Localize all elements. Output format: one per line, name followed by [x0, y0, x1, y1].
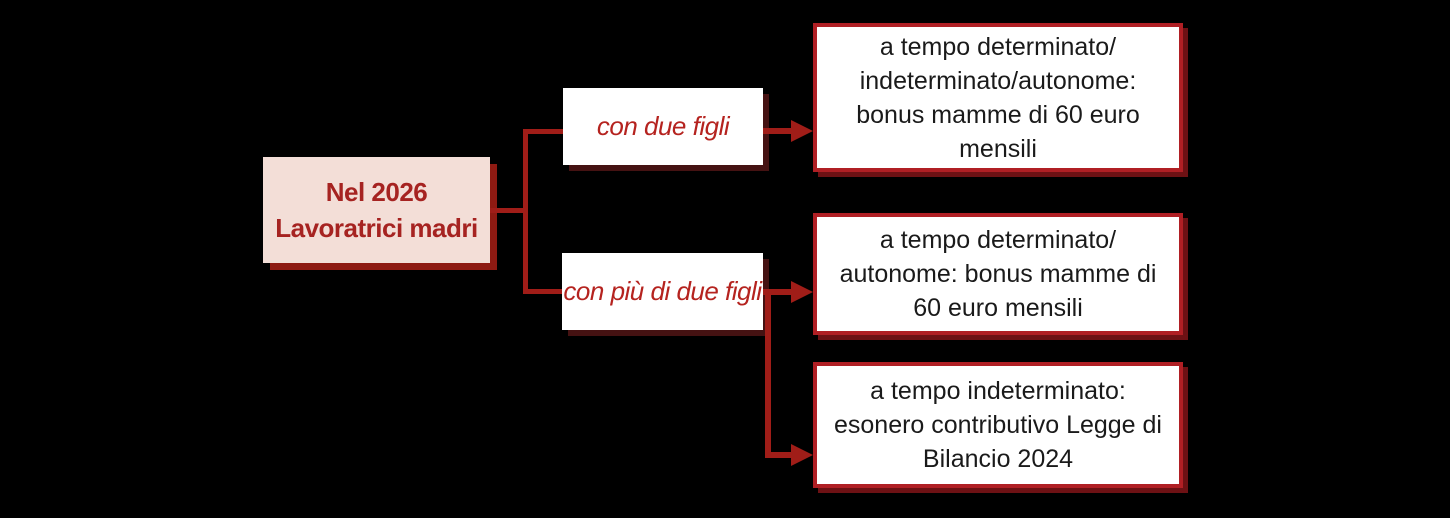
root-node: Nel 2026 Lavoratrici madri — [263, 157, 490, 263]
connector-top-branch — [523, 129, 563, 134]
outcome-node-esonero-contributivo: a tempo indeterminato: esonero contribut… — [813, 362, 1183, 488]
outcome-text: a tempo determinato/ indeterminato/auton… — [856, 32, 1140, 163]
outcome-text: a tempo determinato/ autonome: bonus mam… — [839, 226, 1157, 322]
arrowhead-right-icon — [791, 444, 813, 466]
outcome-text: a tempo indeterminato: esonero contribut… — [833, 377, 1162, 473]
arrowhead-right-icon — [791, 120, 813, 142]
connector-root-trunk — [490, 208, 526, 213]
connector-bottom-branch — [523, 289, 562, 294]
branch-label-two-children: con due figli — [596, 111, 730, 141]
connector-branch-spine — [523, 129, 528, 294]
connector-drop-line — [765, 292, 771, 455]
connector-elbow-shaft — [765, 452, 793, 458]
root-node-label: Nel 2026 Lavoratrici madri — [275, 177, 478, 243]
arrowhead-right-icon — [791, 281, 813, 303]
connector-arrow1-shaft — [763, 128, 793, 134]
branch-node-two-children: con due figli — [563, 88, 763, 165]
branch-label-more-than-two-children: con più di due figli — [563, 276, 762, 306]
outcome-node-bonus-more-children: a tempo determinato/ autonome: bonus mam… — [813, 213, 1183, 335]
branch-node-more-than-two-children: con più di due figli — [562, 253, 763, 330]
connector-arrow2-shaft — [763, 289, 793, 295]
outcome-node-bonus-two-children: a tempo determinato/ indeterminato/auton… — [813, 23, 1183, 172]
